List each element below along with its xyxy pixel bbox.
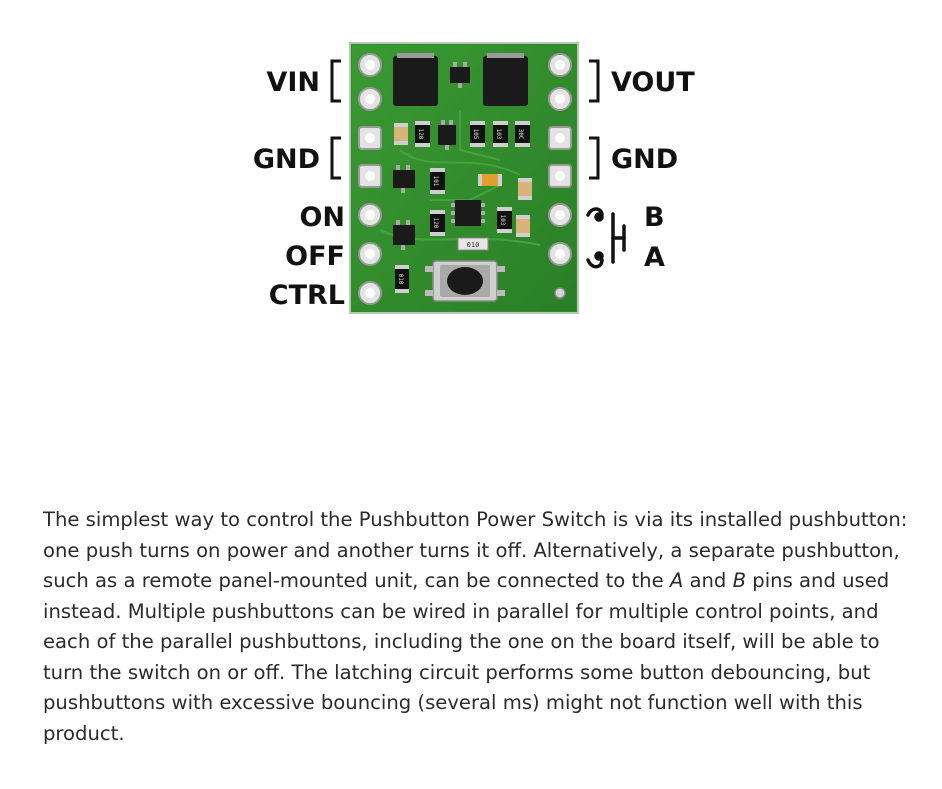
logic-chip [455,200,481,226]
small-transistor-top [450,62,470,88]
resistor-label: 120 [432,218,439,229]
description-text-2: and [683,569,733,592]
resistor-label: 101 [432,176,439,187]
mounting-hole [554,287,566,299]
description-text-3: pins and used instead. Multiple pushbutt… [43,569,890,745]
pin-label-ctrl: CTRL [269,280,345,311]
smd-components-row4: 010 [395,215,530,302]
pin-label-vin: VIN [266,67,320,98]
bracket-gnd-left [330,136,341,180]
pin-label-off: OFF [285,241,345,272]
description-text-1: The simplest way to control the Pushbutt… [43,508,908,592]
status-led [478,174,502,186]
resistor-label: 103 [499,215,506,226]
mosfet-left [393,56,438,106]
resistor-label: 30C [517,129,524,140]
pin-label-a: A [644,242,665,273]
pin-label-gnd-left: GND [253,144,320,175]
resistor-label: 103 [495,129,502,140]
smd-components-row2: 101 [393,165,532,200]
pin-label-vout: VOUT [611,67,695,98]
description-paragraph: The simplest way to control the Pushbutt… [43,505,913,749]
pushbutton-symbol-icon [586,207,626,269]
power-mosfets [393,53,528,106]
pin-a-reference: A [669,569,684,592]
pin-label-b: B [644,202,665,233]
pin-b-reference: B [732,569,747,592]
right-header-pads [548,53,572,299]
pin-brackets [330,59,600,180]
bracket-vin [330,59,341,103]
product-diagram: VIN GND ON OFF CTRL VOUT GND B A [253,42,695,314]
mosfet-right [483,56,528,106]
bracket-gnd-right [589,136,600,180]
smd-components-row1: 120 105 103 30C [394,120,530,150]
resistor-label: 010 [467,241,480,249]
pin-label-on: ON [299,202,345,233]
pin-label-gnd-right: GND [611,144,678,175]
smd-components-row3: 120 103 010 [393,200,512,251]
resistor-label: 105 [472,129,479,140]
left-header-pads [358,53,382,305]
bracket-vout [589,59,600,103]
resistor-label: 120 [417,129,424,140]
pcb-board: 120 105 103 30C [349,42,579,314]
resistor-label: 010 [397,274,404,285]
